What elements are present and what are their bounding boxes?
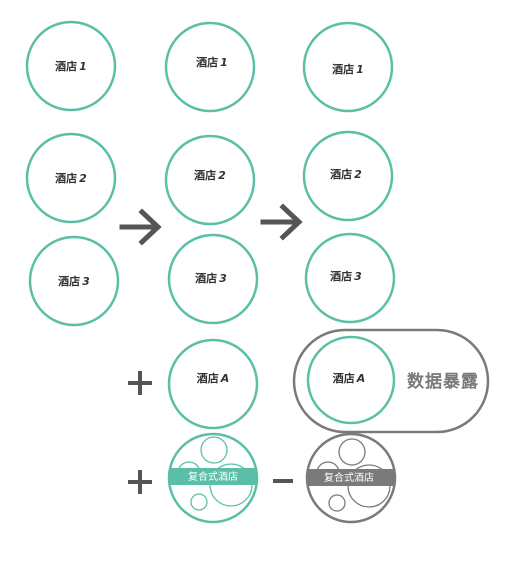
data-exposure-pill [292,328,490,434]
col2-hotelA-circle [167,338,259,430]
composite-band [307,469,395,486]
data-exposure-label: 数据暴露 [407,371,479,392]
col2-hotel1-circle [164,21,256,113]
col3-hotel1-circle [302,21,394,113]
plus-icon [128,470,152,494]
sub-circle [200,436,228,464]
col2-hotel3-circle [167,233,259,325]
sub-circle [328,494,346,512]
col3-composite-label: 复合式酒店 [324,471,374,484]
col1-hotel3-circle [28,235,120,327]
plus-icon [128,371,152,395]
arrow-right-icon [260,203,303,241]
arrow-right-icon [119,208,162,246]
col3-hotelA-circle [306,335,396,425]
col2-composite-hotel: 复合式酒店 [167,432,259,524]
composite-band [169,468,257,485]
col1-hotel2-circle [25,132,117,224]
col3-hotel2-circle [302,130,394,222]
sub-circle [338,438,366,466]
col1-hotel1-circle [25,20,117,112]
col3-hotel3-circle [304,232,396,324]
col2-hotel2-circle [164,134,256,226]
col2-composite-label: 复合式酒店 [188,470,238,483]
col3-composite-hotel: 复合式酒店 [305,432,397,524]
sub-circle [190,493,208,511]
